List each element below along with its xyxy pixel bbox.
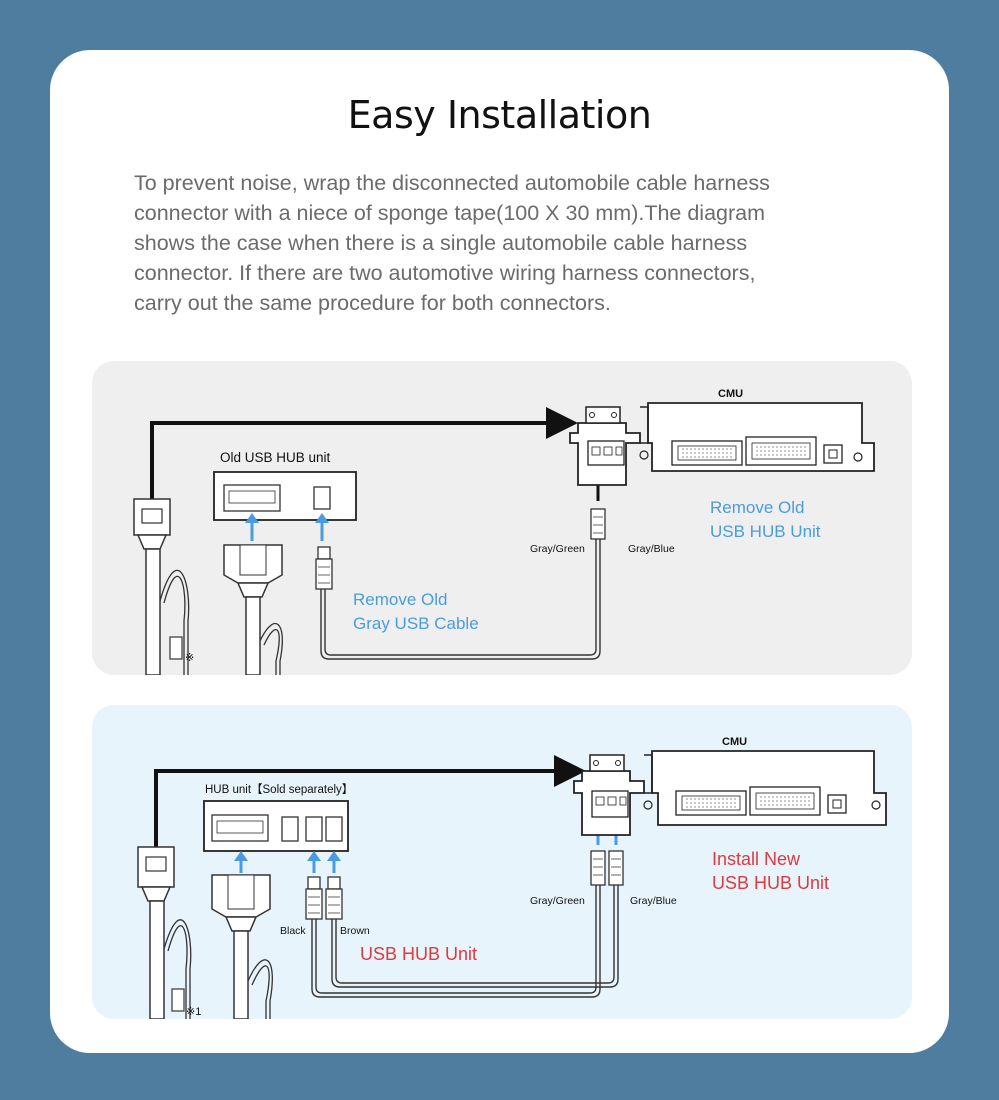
cmu-label: CMU [718, 388, 743, 400]
hub-label: HUB unit【Sold separately】 [205, 783, 353, 796]
cmu-unit [569, 402, 875, 486]
hub-harness-connector [223, 544, 283, 675]
gray-usb-cable [315, 508, 606, 660]
harness-cable [154, 755, 586, 847]
blue-arrow-head [307, 851, 321, 861]
blue-arrow-head [234, 851, 248, 861]
description-line: connector with a niece of sponge tape(10… [134, 201, 766, 225]
remove-cable-text-2: Gray USB Cable [353, 614, 479, 633]
description-line: connector. If there are two automotive w… [134, 261, 756, 285]
usb-hub-unit-text: USB HUB Unit [360, 944, 477, 964]
new-usb-hub-unit [203, 800, 349, 852]
gray-blue-label: Gray/Blue [630, 895, 677, 907]
cmu-unit [573, 750, 887, 836]
vehicle-harness-connector: ※1 [137, 846, 201, 1019]
gray-blue-label: Gray/Blue [628, 543, 675, 555]
diagram-remove-old: ※ Old USB HUB unit [92, 361, 912, 675]
black-label: Black [280, 925, 306, 937]
description-line: carry out the same procedure for both co… [134, 291, 611, 315]
diagram-install-new-svg: ※1 HUB unit【Sold separately】 [137, 736, 887, 1019]
install-text-2: USB HUB Unit [712, 873, 829, 893]
description-line: To prevent noise, wrap the disconnected … [134, 171, 770, 195]
remove-hub-text-2: USB HUB Unit [710, 522, 821, 541]
gray-green-label: Gray/Green [530, 895, 585, 907]
blue-arrow-head [245, 513, 259, 523]
new-usb-cables [305, 850, 624, 998]
diagram-remove-old-svg: ※ Old USB HUB unit [133, 388, 875, 675]
note-mark: ※ [185, 652, 194, 664]
description: To prevent noise, wrap the disconnected … [134, 168, 914, 318]
harness-cable [150, 407, 578, 501]
vehicle-harness-connector: ※ [133, 498, 194, 675]
diagram-install-new: ※1 HUB unit【Sold separately】 [92, 705, 912, 1019]
cmu-label: CMU [722, 736, 747, 748]
page-title: Easy Installation [347, 93, 652, 137]
install-text-1: Install New [712, 849, 801, 869]
old-usb-hub-unit [213, 471, 357, 521]
blue-arrow-head [327, 851, 341, 861]
brown-label: Brown [340, 925, 370, 937]
remove-hub-text-1: Remove Old [710, 498, 804, 517]
hub-harness-connector [211, 874, 273, 1019]
old-hub-label: Old USB HUB unit [220, 450, 331, 465]
description-line: shows the case when there is a single au… [134, 231, 748, 255]
remove-cable-text-1: Remove Old [353, 590, 447, 609]
note-mark: ※1 [186, 1006, 201, 1018]
blue-arrow-head [315, 513, 329, 523]
gray-green-label: Gray/Green [530, 543, 585, 555]
